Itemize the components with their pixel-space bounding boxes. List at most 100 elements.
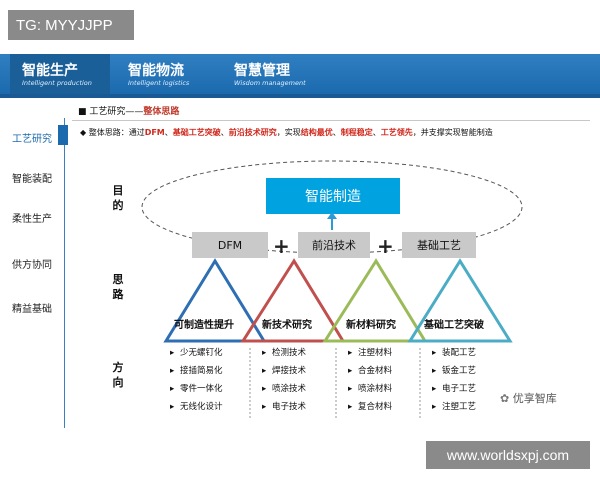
input-box-basic-process: 基础工艺 — [402, 232, 476, 258]
list-item: ▸ 零件一体化 — [170, 382, 223, 400]
list-item: ▸ 注塑材料 — [348, 346, 392, 364]
bullet-icon: ▸ — [348, 366, 353, 376]
sidebar-item-lean-foundation[interactable]: 精益基础 — [12, 304, 52, 315]
list-basic-process: ▸ 装配工艺 ▸ 钣金工艺 ▸ 电子工艺 ▸注塑工艺 — [432, 346, 476, 418]
list-item-text: 检测技术 — [272, 348, 307, 358]
bullet-icon: ▸ — [262, 384, 267, 394]
bullet-icon: ▸ — [262, 348, 267, 358]
arrow-up-icon — [331, 216, 333, 230]
tab-title: 智能生产 — [22, 63, 78, 79]
wechat-icon: ✿ — [500, 392, 513, 405]
tab-subtitle: Intelligent production — [22, 79, 92, 87]
list-item: ▸电子技术 — [262, 400, 306, 418]
goal-box-smart-manufacturing: 智能制造 — [266, 178, 400, 214]
plus-icon: + — [377, 234, 394, 258]
triangle-new-material — [322, 258, 428, 343]
row-label-char: 向 — [112, 376, 124, 389]
list-item: ▸ 装配工艺 — [432, 346, 476, 364]
triangle-basic-process — [407, 258, 513, 343]
tab-subtitle: Wisdom management — [234, 79, 306, 87]
tab-intelligent-logistics[interactable]: 智能物流 Intelligent logistics — [128, 54, 228, 94]
list-item-text: 注塑材料 — [358, 348, 393, 358]
sidebar-item-smart-assembly[interactable]: 智能装配 — [12, 174, 52, 185]
arrow-head-icon — [327, 212, 337, 219]
sidebar-item-supplier-collaboration[interactable]: 供方协同 — [12, 260, 52, 271]
list-item: ▸注塑工艺 — [432, 400, 476, 418]
tab-intelligent-production[interactable]: 智能生产 Intelligent production — [10, 54, 110, 94]
list-item: ▸ 检测技术 — [262, 346, 306, 364]
wechat-badge-label: 优享智库 — [512, 392, 557, 405]
bullet-icon: ▸ — [432, 366, 437, 376]
list-item-text: 装配工艺 — [442, 348, 477, 358]
list-item: ▸ 接插简易化 — [170, 364, 223, 382]
bullet-icon: ▸ — [262, 366, 267, 376]
triangle-label-basic-process: 基础工艺突破 — [424, 320, 484, 331]
bullet-icon: ▸ — [170, 402, 175, 412]
list-item: ▸ 电子工艺 — [432, 382, 476, 400]
watermark-tag: TG: MYYJJPP — [8, 10, 134, 40]
list-item-text: 零件一体化 — [180, 384, 223, 394]
row-label-idea: 思 路 — [112, 272, 124, 302]
sidebar-active-marker — [58, 125, 68, 145]
summary-optimal-structure: 结构最优 — [300, 128, 333, 137]
list-item: ▸ 焊接技术 — [262, 364, 306, 382]
triangle-label-new-material: 新材料研究 — [346, 320, 396, 331]
tab-title: 智慧管理 — [234, 63, 290, 79]
bullet-icon: ▸ — [170, 384, 175, 394]
triangle-label-new-tech: 新技术研究 — [262, 320, 312, 331]
list-item: ▸喷涂材料 — [348, 382, 392, 400]
list-item-text: 电子技术 — [272, 402, 307, 412]
list-item: ▸ 喷涂技术 — [262, 382, 306, 400]
list-item-text: 合金材料 — [358, 366, 393, 376]
summary-dfm: DFM — [144, 128, 165, 137]
list-item-text: 焊接技术 — [272, 366, 307, 376]
row-label-direction: 方 向 — [112, 360, 124, 390]
list-item: ▸ 复合材料 — [348, 400, 392, 418]
list-item: ▸ 合金材料 — [348, 364, 392, 382]
bullet-icon: ▸ — [170, 366, 175, 376]
input-box-dfm: DFM — [192, 232, 268, 258]
list-item-text: 钣金工艺 — [442, 366, 477, 376]
section-title: ■ 工艺研究——整体思路 — [78, 104, 179, 117]
row-label-char: 的 — [112, 199, 124, 212]
summary-process-leading: 工艺领先 — [380, 128, 413, 137]
section-title-accent: 整体思路 — [143, 107, 180, 117]
list-item-text: 注塑工艺 — [442, 402, 477, 412]
triangle-manufacturability — [163, 258, 267, 343]
triangle-new-tech — [240, 258, 346, 343]
row-label-char: 路 — [112, 288, 124, 301]
row-label-char: 方 — [112, 361, 124, 374]
list-new-material: ▸ 注塑材料 ▸ 合金材料 ▸喷涂材料 ▸ 复合材料 — [348, 346, 392, 418]
list-item-text: 电子工艺 — [442, 384, 477, 394]
list-item: ▸ 钣金工艺 — [432, 364, 476, 382]
list-item-text: 喷涂技术 — [272, 384, 307, 394]
bullet-icon: ▸ — [348, 348, 353, 358]
summary-tail: ，并支撑实现智能制造 — [412, 128, 493, 137]
list-item-text: 无线化设计 — [180, 402, 223, 412]
summary-frontier-tech: 前沿技术研究 — [228, 128, 277, 137]
summary-sep: 、 — [372, 128, 381, 137]
bullet-icon: ▸ — [432, 384, 437, 394]
tab-wisdom-management[interactable]: 智慧管理 Wisdom management — [234, 54, 344, 94]
summary-stable-process: 制程稳定 — [340, 128, 373, 137]
sidebar-divider — [64, 118, 65, 428]
list-item-text: 复合材料 — [358, 402, 393, 412]
list-manufacturability: ▸ 少无螺钉化 ▸ 接插简易化 ▸ 零件一体化 ▸ 无线化设计 — [170, 346, 223, 418]
list-item-text: 接插简易化 — [180, 366, 223, 376]
section-title-prefix: ■ 工艺研究—— — [78, 107, 144, 117]
bullet-icon: ▸ — [348, 384, 353, 394]
tab-title: 智能物流 — [128, 63, 184, 79]
bullet-icon: ▸ — [170, 348, 175, 358]
top-navigation-bar: 智能生产 Intelligent production 智能物流 Intelli… — [0, 54, 600, 94]
summary-sep: 、 — [332, 128, 341, 137]
summary-lead: ◆ 整体思路：通过 — [80, 128, 145, 137]
sidebar-item-process-research[interactable]: 工艺研究 — [12, 134, 52, 145]
list-item-text: 少无螺钉化 — [180, 348, 223, 358]
nav-underline — [0, 94, 600, 98]
bullet-icon: ▸ — [432, 348, 437, 358]
section-divider — [72, 120, 590, 121]
sidebar-item-flexible-production[interactable]: 柔性生产 — [12, 214, 52, 225]
input-box-frontier-tech: 前沿技术 — [298, 232, 370, 258]
summary-basic-process: 基础工艺突破 — [172, 128, 221, 137]
bullet-icon: ▸ — [348, 402, 353, 412]
